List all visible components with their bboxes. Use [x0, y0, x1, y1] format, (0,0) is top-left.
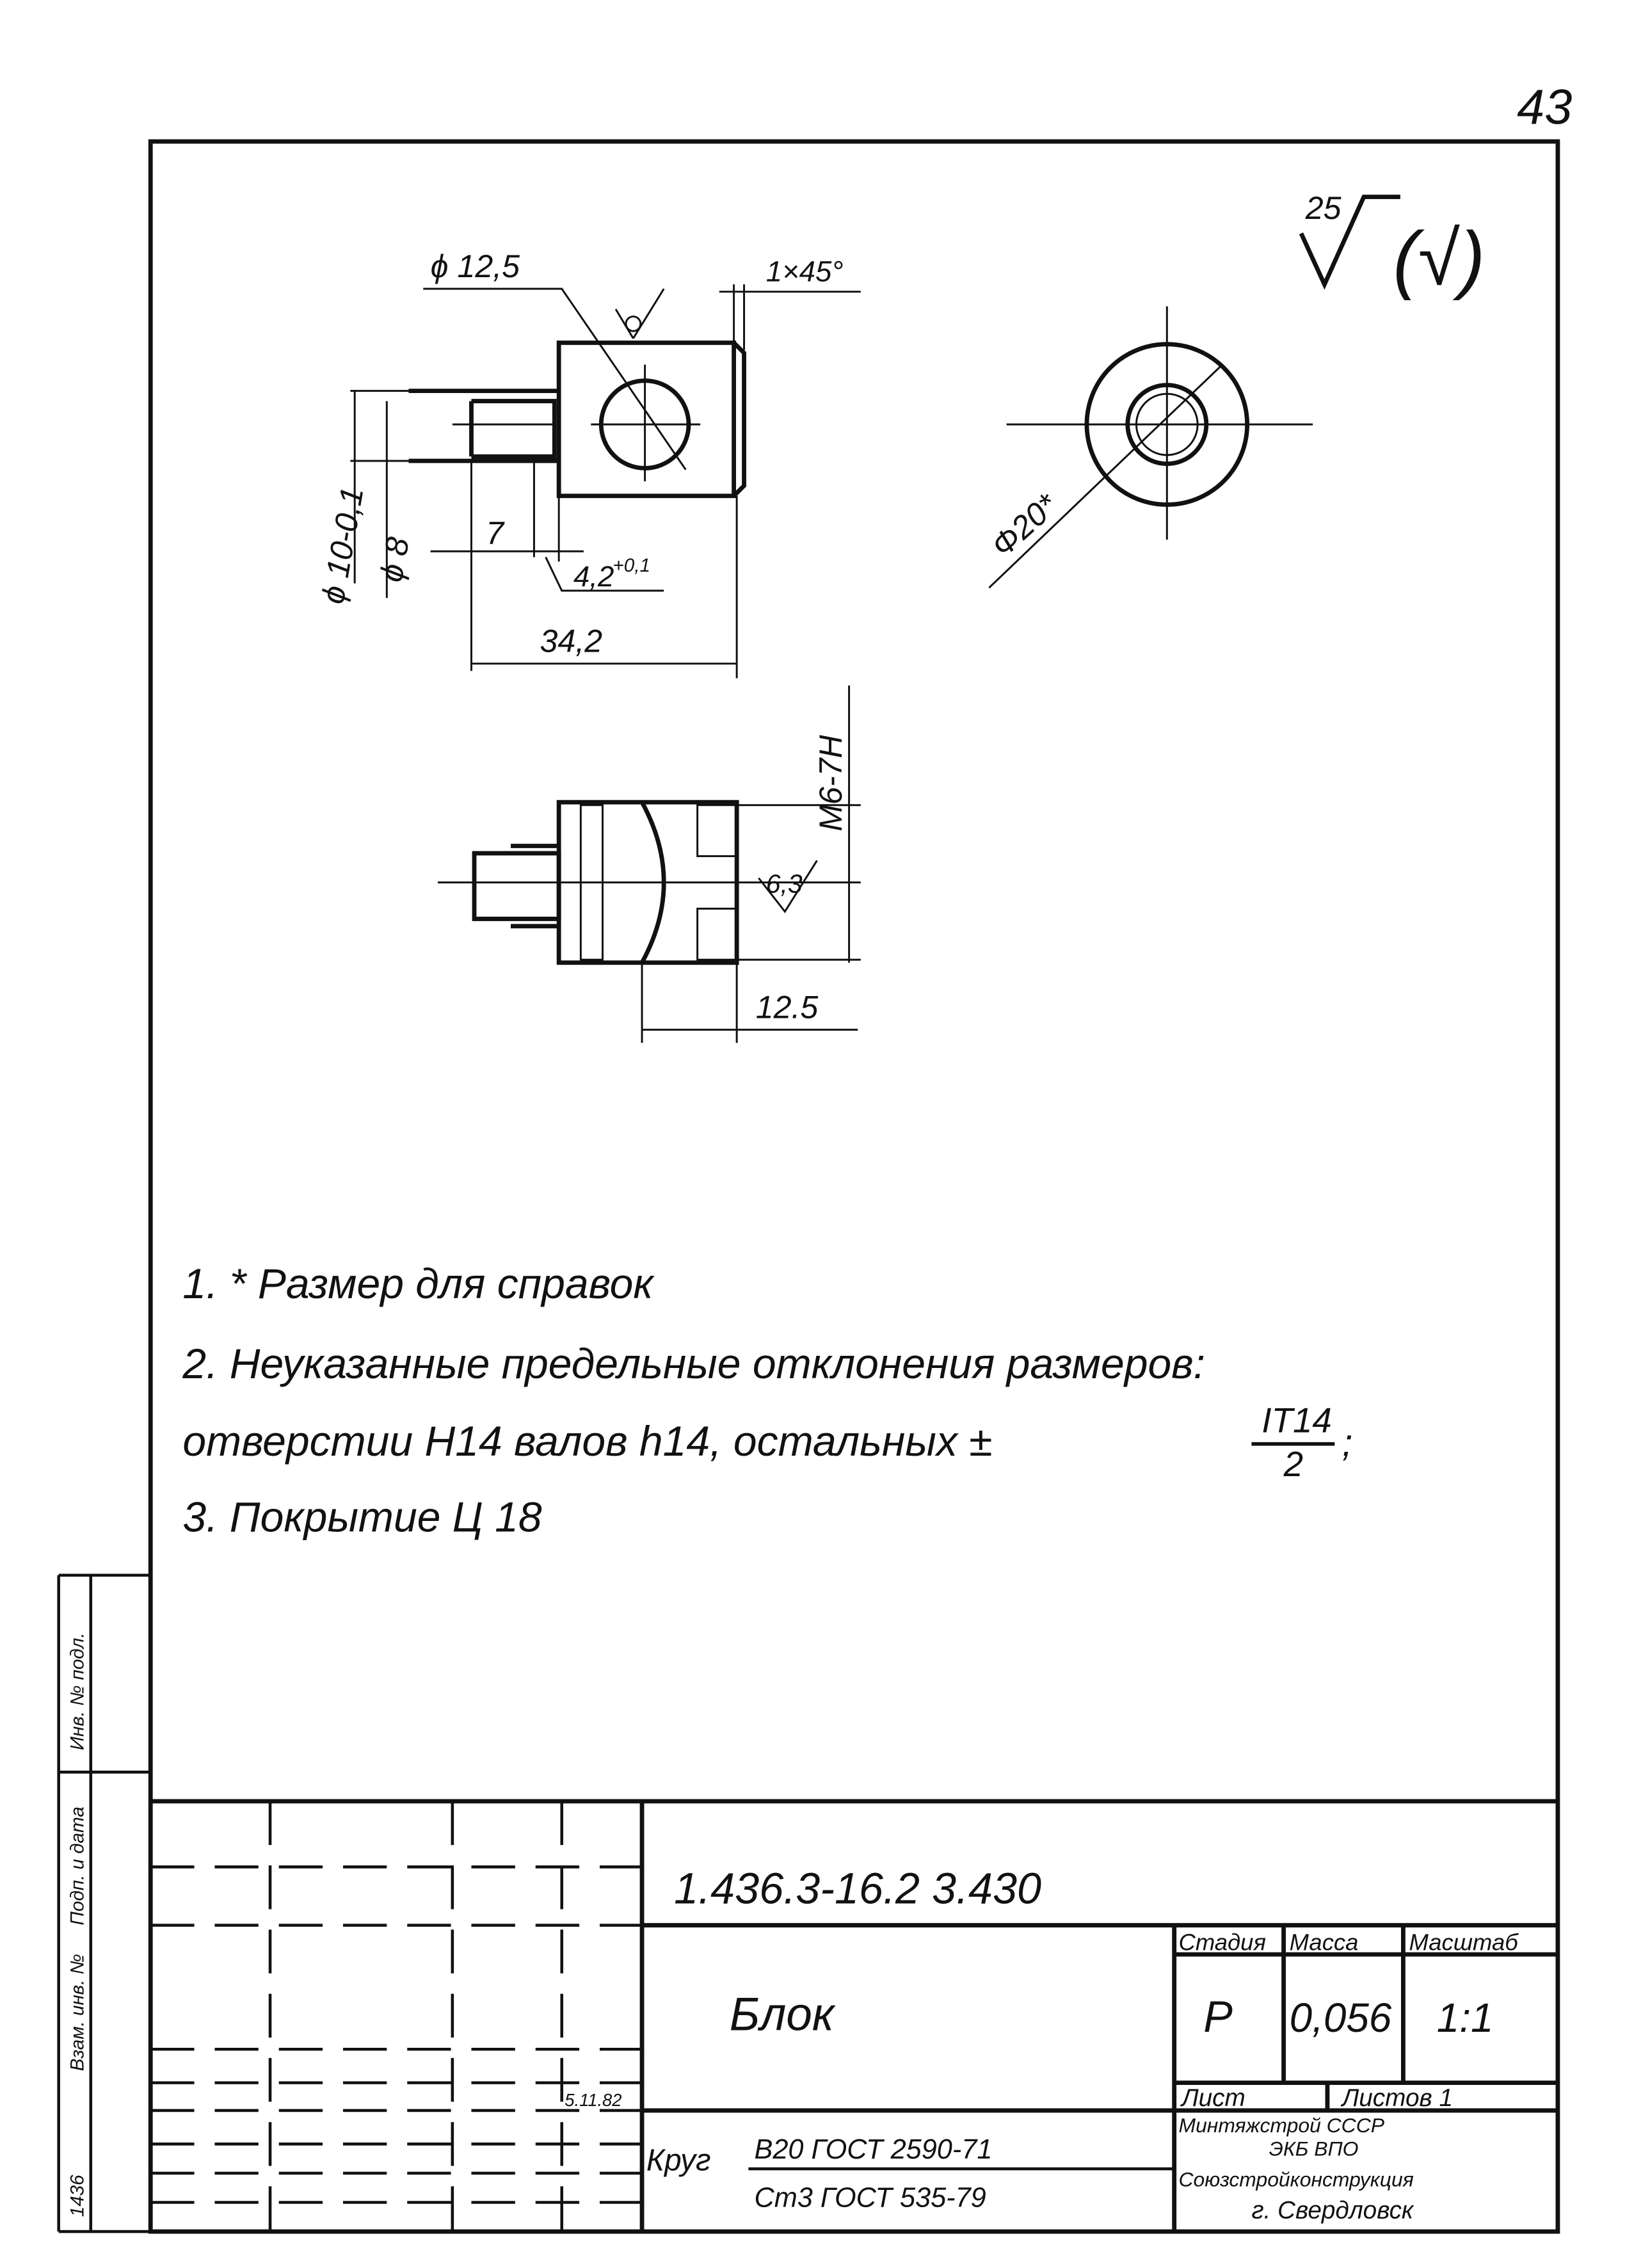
approval-date: 5.11.82 [565, 2090, 621, 2110]
strip-code: 1436 [67, 2175, 88, 2217]
title-block: 1.436.3-16.2 3.430 Блок Стадия Масса Мас… [150, 1799, 1558, 2232]
sheet-label: Лист [1180, 2084, 1246, 2112]
mass-label: Масса [1290, 1929, 1359, 1955]
strip-sign-date: Подп. и дата [67, 1806, 88, 1925]
thread-label: M6-7H [813, 735, 849, 832]
fraction-denominator: 2 [1283, 1444, 1303, 1484]
fraction-numerator: IT14 [1262, 1400, 1331, 1440]
fraction-tail: ; [1342, 1421, 1352, 1464]
dim-groove-tol: +0,1 [613, 555, 650, 576]
org-city: г. Свердловск [1251, 2197, 1414, 2224]
dim-shaft: ϕ 10-0,1 [315, 485, 371, 607]
drawing-frame [148, 139, 1560, 2234]
material-top: В20 ГОСТ 2590-71 [754, 2134, 992, 2165]
dim-neck: ϕ 8 [373, 535, 416, 584]
material-bottom: Ст3 ГОСТ 535-79 [754, 2182, 986, 2213]
technical-notes: 1. * Размер для справок 2. Неуказанные п… [182, 1260, 1352, 1541]
org-ministry: Минтяжстрой СССР [1179, 2114, 1385, 2137]
view-side: Φ20* [984, 306, 1313, 589]
material-prefix: Круг [646, 2143, 711, 2177]
note-1: 1. * Размер для справок [182, 1260, 655, 1308]
dim-hole: ϕ 12,5 [431, 248, 520, 284]
scale-label: Масштаб [1409, 1929, 1519, 1955]
page-number: 43 [1517, 80, 1572, 135]
org-ekb: ЭКБ ВПО [1269, 2137, 1359, 2160]
strip-inv-orig: Инв. № подл. [67, 1632, 88, 1750]
note-2: 2. Неуказанные предельные отклонения раз… [182, 1340, 1205, 1388]
roughness-value: 25 [1305, 190, 1342, 226]
view-section: M6-7H 6,3 12.5 [438, 685, 861, 1043]
roughness-other: (√) [1393, 216, 1485, 301]
stage-label: Стадия [1179, 1929, 1266, 1955]
dim-groove: 4,2 [573, 560, 614, 593]
scale-value: 1:1 [1437, 1995, 1494, 2041]
roughness-sign: 25 (√) [1299, 190, 1485, 301]
designation: 1.436.3-16.2 3.430 [674, 1864, 1041, 1913]
org-name: Союзстройконструкция [1179, 2167, 1414, 2191]
strip-inv-dup: Взам. инв. № [67, 1954, 88, 2071]
dim-7: 7 [486, 515, 505, 551]
view-front: ϕ 12,5 1×45° ϕ 10-0,1 ϕ 8 7 4,2 +0,1 34,… [315, 248, 861, 679]
side-strip: Инв. № подл. Подп. и дата Взам. инв. № 1… [57, 1573, 151, 2233]
sheets-label: Листов 1 [1340, 2084, 1453, 2112]
note-2-cont: отверстии H14 валов h14, остальных ± [182, 1418, 992, 1465]
dim-chamfer: 1×45° [766, 255, 844, 288]
mass-value: 0,056 [1290, 1995, 1392, 2041]
note-3: 3. Покрытие Ц 18 [182, 1493, 542, 1541]
part-name: Блок [730, 1989, 836, 2041]
dim-width: 12.5 [756, 989, 819, 1025]
stage-value: Р [1203, 1993, 1233, 2041]
dim-diameter-20: Φ20* [984, 487, 1065, 564]
dim-length: 34,2 [540, 623, 603, 659]
